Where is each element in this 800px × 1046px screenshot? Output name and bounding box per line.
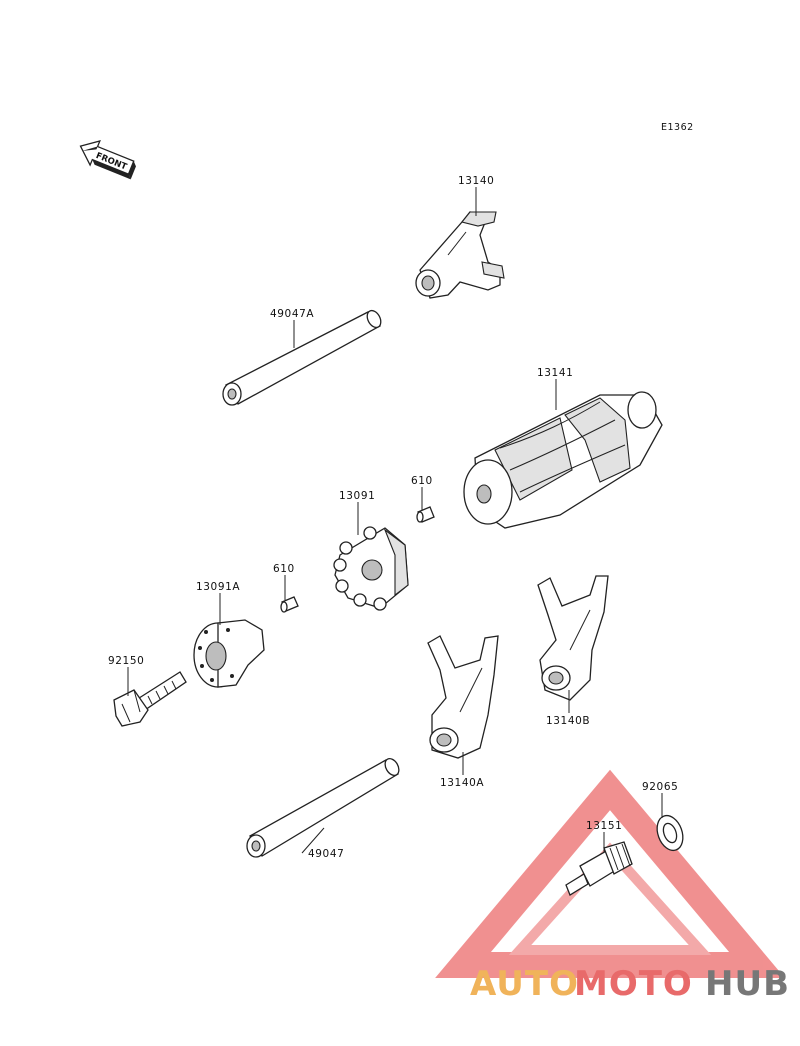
- part-label-13140b: 13140B: [546, 715, 590, 727]
- part-label-13140: 13140: [458, 175, 494, 187]
- front-arrow-icon: FRONT: [79, 140, 136, 180]
- holder-plate: [193, 619, 265, 688]
- watermark-hub: HUB: [705, 964, 790, 1004]
- part-label-13151: 13151: [586, 820, 622, 832]
- neutral-switch: [565, 841, 633, 896]
- shaft-rod-lower: [246, 757, 400, 858]
- part-label-13141: 13141: [537, 367, 573, 379]
- washer: [656, 814, 684, 852]
- part-label-49047: 49047: [308, 848, 344, 860]
- shift-fork-top: [415, 211, 505, 299]
- shaft-rod-upper: [222, 309, 382, 406]
- part-label-13091: 13091: [339, 490, 375, 502]
- part-label-92150: 92150: [108, 655, 144, 667]
- shift-fork-middle: [427, 635, 499, 759]
- bolt: [113, 671, 187, 727]
- watermark-moto: MOTO: [574, 964, 693, 1004]
- pin-holder: [333, 526, 409, 611]
- part-label-610-right: 610: [411, 475, 433, 487]
- part-label-92065: 92065: [642, 781, 678, 793]
- watermark-logo: [435, 769, 785, 978]
- shift-fork-right: [537, 575, 609, 701]
- part-label-13140a: 13140A: [440, 777, 484, 789]
- part-label-610-left: 610: [273, 563, 295, 575]
- part-label-13091a: 13091A: [196, 581, 240, 593]
- diagram-code: E1362: [661, 122, 694, 133]
- watermark-text: AUTO MOTO HUB: [470, 964, 790, 1004]
- pin-left: [280, 596, 299, 613]
- shift-drum: [463, 391, 663, 529]
- leader-lines: [127, 187, 663, 854]
- watermark-auto: AUTO: [470, 964, 579, 1004]
- pin-right: [416, 506, 435, 523]
- part-label-49047a: 49047A: [270, 308, 314, 320]
